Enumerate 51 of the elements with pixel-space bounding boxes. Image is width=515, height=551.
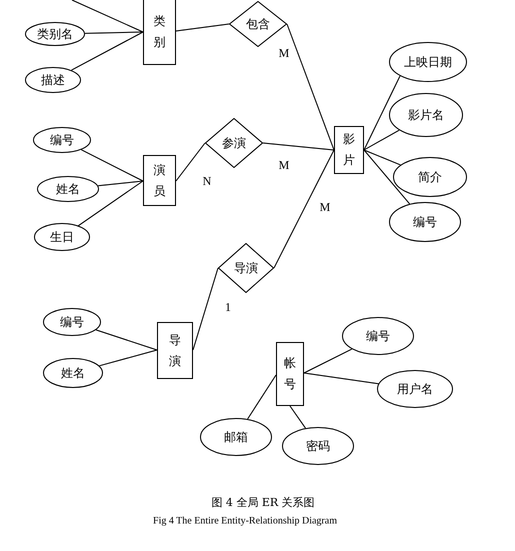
attribute-ellipse: 上映日期: [389, 42, 467, 82]
attribute-ellipse: 简介: [393, 157, 467, 197]
connector-line: [98, 350, 158, 366]
attribute-ellipse: 类别名: [25, 22, 85, 46]
attribute-ellipse: 编号: [43, 308, 101, 336]
attribute-ellipse: 编号: [342, 317, 414, 355]
attribute-ellipse: 编号: [389, 202, 461, 242]
connector-line: [304, 348, 352, 374]
connector-line: [78, 180, 144, 226]
connector-line: [84, 32, 144, 34]
connector-line: [98, 180, 144, 186]
attribute-ellipse: 生日: [34, 223, 90, 251]
entity-box: 演员: [143, 155, 176, 206]
cardinality-label: M: [318, 201, 332, 213]
connector-line: [274, 150, 334, 268]
entity-box: 影片: [334, 126, 364, 174]
entity-box: 帐号: [276, 342, 304, 406]
connector-line: [286, 24, 334, 150]
cardinality-label: M: [278, 159, 290, 171]
relationship-diamond: 导演: [218, 243, 274, 293]
connector-line: [364, 150, 410, 204]
connector-line: [247, 374, 276, 420]
connector-line: [290, 406, 306, 429]
attribute-ellipse: 影片名: [389, 93, 463, 137]
attribute-ellipse: 邮箱: [200, 418, 272, 456]
relationship-diamond: 参演: [205, 118, 263, 168]
connector-line: [304, 372, 379, 384]
connector-line: [364, 130, 400, 150]
connector-line: [364, 76, 400, 150]
entity-box: 类别: [143, 0, 176, 65]
attribute-ellipse: 姓名: [37, 176, 99, 202]
caption: 图 4 全局 ER 关系图: [211, 496, 315, 510]
attribute-ellipse: 姓名: [43, 358, 103, 388]
attribute-ellipse: 用户名: [377, 370, 453, 408]
attribute-ellipse: 密码: [282, 427, 354, 465]
connector-line: [80, 149, 144, 182]
connector-line: [364, 150, 401, 166]
attribute-ellipse: 编号: [33, 127, 91, 153]
cardinality-label: 1: [224, 301, 232, 313]
cardinality-label: M: [278, 47, 290, 59]
cardinality-label: N: [202, 175, 212, 187]
connector-line: [95, 329, 158, 350]
caption: Fig 4 The Entire Entity-Relationship Diagram: [153, 516, 337, 526]
connector-line: [192, 268, 218, 350]
connector-line: [176, 24, 230, 32]
connector-line: [70, 32, 144, 71]
relationship-diamond: 包含: [229, 1, 287, 47]
connector-line: [262, 142, 334, 150]
attribute-ellipse: 描述: [25, 67, 81, 93]
connector-line: [176, 142, 206, 182]
entity-box: 导演: [157, 322, 193, 379]
